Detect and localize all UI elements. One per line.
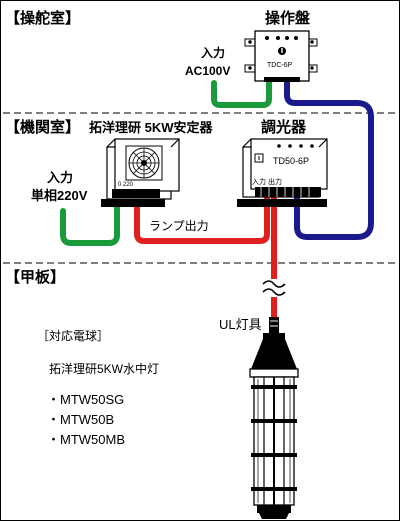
control-panel-tdc-6p bbox=[244, 30, 318, 82]
control-panel-title: 操作盤 bbox=[265, 9, 311, 27]
dimmer-terminal-label: 入力 出力 bbox=[252, 177, 282, 186]
compatible-model-2: ・MTW50B bbox=[47, 412, 114, 427]
compatible-heading: ［対応電球］ bbox=[37, 329, 109, 343]
dimmer-title: 調光器 bbox=[261, 118, 307, 136]
cable-break-mark bbox=[262, 280, 286, 296]
zone-label-bridge: 【操舵室】 bbox=[5, 9, 80, 27]
dimmer-model: TD50-6P bbox=[273, 156, 309, 166]
ul-fixture-label: UL灯具 bbox=[219, 317, 262, 332]
cooling-fan-icon bbox=[125, 145, 163, 181]
ac220-input-cable bbox=[60, 194, 120, 246]
lamp-output-label: ランプ出力 bbox=[149, 219, 209, 233]
compatible-product: 拓洋理研5KW水中灯 bbox=[49, 361, 159, 376]
zone-label-engine-room: 【機関室】 bbox=[5, 118, 80, 136]
stabilizer-panel-label: 0 220 bbox=[118, 182, 134, 188]
stabilizer-to-dimmer-cable bbox=[134, 197, 270, 244]
ac100-voltage-label: AC100V bbox=[185, 64, 230, 78]
compatible-model-1: ・MTW50SG bbox=[47, 392, 124, 407]
stabilizer-unit bbox=[101, 138, 180, 207]
zone-label-deck: 【甲板】 bbox=[5, 268, 65, 286]
ac220-input-label: 入力 bbox=[47, 170, 73, 185]
compatible-model-3: ・MTW50MB bbox=[47, 432, 125, 447]
control-signal-cable bbox=[284, 81, 374, 240]
ac100-input-cable bbox=[211, 68, 272, 108]
control-panel-model: TDC-6P bbox=[267, 62, 293, 69]
ac100-input-label: 入力 bbox=[201, 45, 225, 60]
ul-underwater-light-fixture bbox=[249, 317, 299, 519]
ac220-voltage-label: 単相220V bbox=[31, 188, 88, 203]
dimmer-unit bbox=[237, 138, 328, 207]
stabilizer-title: 拓洋理研 5KW安定器 bbox=[89, 120, 214, 135]
